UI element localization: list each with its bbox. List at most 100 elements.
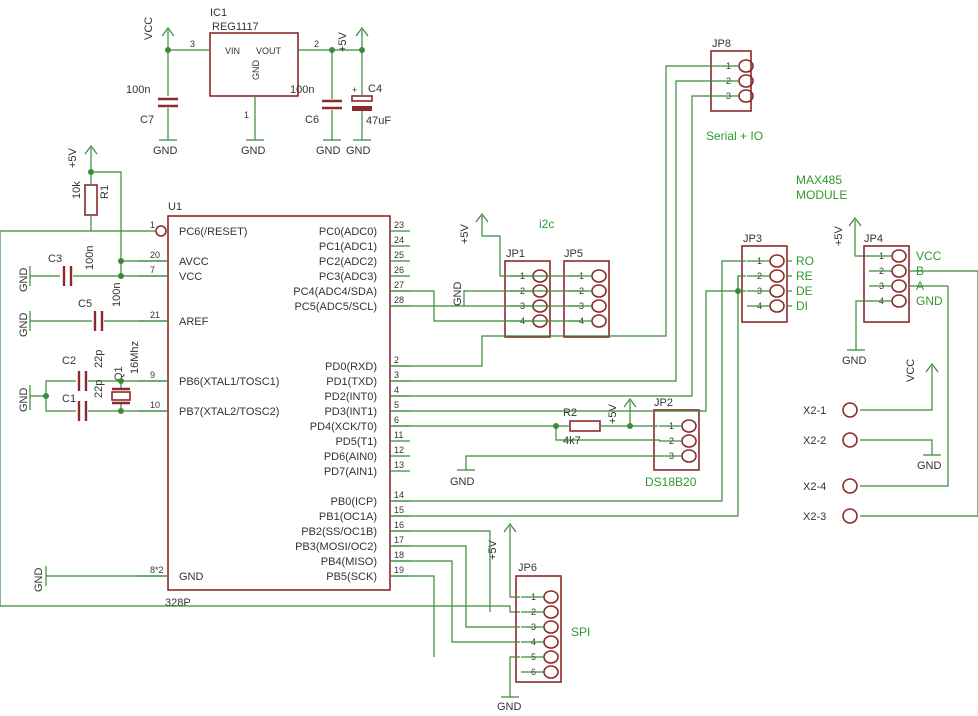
u1-ref: U1 bbox=[168, 201, 182, 213]
jp2-pin bbox=[681, 419, 697, 433]
jp3-pin bbox=[769, 254, 785, 268]
u1-pin-name: PD4(XCK/T0) bbox=[310, 421, 377, 433]
u1-pin-num: 20 bbox=[150, 250, 160, 260]
regulator-section: VCC IC1 REG1117 VIN VOUT GND 3 2 1 GND 1… bbox=[126, 7, 391, 157]
u1-pin-name: PD0(RXD) bbox=[325, 361, 377, 373]
x2-terminal-pin bbox=[842, 508, 858, 524]
u1-pin-name: PC2(ADC2) bbox=[319, 256, 377, 268]
u1-pin-num: 15 bbox=[394, 505, 404, 515]
jp8-ref: JP8 bbox=[712, 38, 731, 50]
u1-pin-num: 21 bbox=[150, 310, 160, 320]
gnd-label-jp4: GND bbox=[842, 355, 867, 367]
x2-terminal-label: X2-4 bbox=[803, 481, 826, 493]
x2-terminal-label: X2-1 bbox=[803, 405, 826, 417]
c5-value: 100n bbox=[111, 283, 123, 307]
svg-text:+: + bbox=[352, 85, 357, 95]
jp5-ref: JP5 bbox=[564, 248, 583, 260]
jp4-signal-label: VCC bbox=[916, 249, 942, 263]
jp3-signal-label: RO bbox=[796, 254, 814, 268]
u1-pin-num: 6 bbox=[394, 415, 399, 425]
gnd-label-c5: GND bbox=[18, 313, 30, 338]
u1-pin-name: PC1(ADC1) bbox=[319, 241, 377, 253]
c3-ref: C3 bbox=[48, 253, 62, 265]
x2-terminal-label: X2-2 bbox=[803, 435, 826, 447]
gnd-label-ic1: GND bbox=[241, 145, 266, 157]
u1-pin-name: PB0(ICP) bbox=[331, 496, 377, 508]
c5-ref: C5 bbox=[78, 298, 92, 310]
u1-body bbox=[167, 215, 391, 591]
u1-pin-num: 19 bbox=[394, 565, 404, 575]
x2-terminal-label: X2-3 bbox=[803, 511, 826, 523]
u1-pin-num: 2 bbox=[394, 355, 399, 365]
u1-pin-num: 18 bbox=[394, 550, 404, 560]
c7-ref: C7 bbox=[140, 114, 154, 126]
r1-ref: R1 bbox=[99, 185, 111, 199]
jp6-pin bbox=[543, 635, 559, 649]
q1-value: 16Mhz bbox=[129, 341, 141, 374]
max485-caption-2: MODULE bbox=[796, 188, 847, 202]
u1-pin-num: 5 bbox=[394, 400, 399, 410]
u1-pin-name: PC3(ADC3) bbox=[319, 271, 377, 283]
jp3-pin bbox=[769, 284, 785, 298]
u1-pin-name: PB6(XTAL1/TOSC1) bbox=[179, 376, 279, 388]
jp4-pin bbox=[891, 249, 907, 263]
u1-pin-num: 12 bbox=[394, 445, 404, 455]
gnd-label-jp6: GND bbox=[497, 701, 522, 713]
u1-left-pins: 1PC6(/RESET)20AVCC7VCC21AREF9PB6(XTAL1/T… bbox=[138, 220, 279, 583]
jp5-pin bbox=[591, 269, 607, 283]
u1-pin-name: AREF bbox=[179, 316, 209, 328]
jp3-signal-label: RE bbox=[796, 269, 813, 283]
jp1-ref: JP1 bbox=[506, 248, 525, 260]
jp6-pin bbox=[543, 665, 559, 679]
u1-pin-num: 11 bbox=[394, 430, 403, 440]
u1-pin-name: PC4(ADC4/SDA) bbox=[293, 286, 377, 298]
jp4-pin bbox=[891, 294, 907, 308]
u1-pin-name: PC5(ADC5/SCL) bbox=[294, 301, 377, 313]
reset-section: +5V 10k R1 bbox=[0, 145, 520, 613]
jp6-pin bbox=[543, 620, 559, 634]
jp4-ref: JP4 bbox=[864, 233, 883, 245]
gnd-label-u1: GND bbox=[33, 568, 45, 593]
c1-value: 22p bbox=[93, 380, 105, 398]
v5-label-r1: +5V bbox=[67, 147, 79, 168]
jp4-pin bbox=[891, 279, 907, 293]
jp8-connector: JP8 123 Serial + IO bbox=[706, 38, 763, 143]
c2-value: 22p bbox=[93, 350, 105, 368]
ic1-pin-gnd: GND bbox=[251, 60, 261, 81]
u1-pin-num: 16 bbox=[394, 520, 404, 530]
u1-pin-name: PD5(T1) bbox=[335, 436, 377, 448]
gnd-label-x2: GND bbox=[917, 460, 942, 472]
u1-pin-name: PC0(ADC0) bbox=[319, 226, 377, 238]
u1-pin-name: GND bbox=[179, 571, 204, 583]
jp2-ref: JP2 bbox=[654, 397, 673, 409]
r2-ref: R2 bbox=[563, 407, 577, 419]
crystal-section: GND C2 22p C1 22p Q1 16Mhz bbox=[18, 341, 168, 421]
u1-pin-name: PD2(INT0) bbox=[324, 391, 377, 403]
u1-pin-num: 26 bbox=[394, 265, 404, 275]
u1-pin-name: AVCC bbox=[179, 256, 209, 268]
c3-value: 100n bbox=[84, 246, 96, 270]
jp2-pin bbox=[681, 449, 697, 463]
u1-pin-name: PB3(MOSI/OC2) bbox=[295, 541, 377, 553]
ic1-pin-vin: VIN bbox=[225, 46, 240, 56]
u1-value: 328P bbox=[165, 597, 191, 609]
u1-pin-num: 17 bbox=[394, 535, 404, 545]
ic1-pin-num-in: 3 bbox=[190, 39, 195, 49]
u1-pin-name: VCC bbox=[179, 271, 202, 283]
jp3-pin bbox=[769, 269, 785, 283]
c6-ref: C6 bbox=[305, 114, 319, 126]
jp6-pin bbox=[543, 650, 559, 664]
u1-pin-num: 8*2 bbox=[150, 565, 164, 575]
u1-pin-num: 25 bbox=[394, 250, 404, 260]
x2-terminal-pin bbox=[842, 478, 858, 494]
jp2-caption: DS18B20 bbox=[645, 475, 697, 489]
jp5-pin bbox=[591, 299, 607, 313]
u1-pin-num: 3 bbox=[394, 370, 399, 380]
r2-value: 4k7 bbox=[563, 435, 581, 447]
u1-pin-num: 24 bbox=[394, 235, 404, 245]
u1-pin-num: 13 bbox=[394, 460, 404, 470]
jp2-pin bbox=[681, 434, 697, 448]
c4-ref: C4 bbox=[368, 83, 382, 95]
